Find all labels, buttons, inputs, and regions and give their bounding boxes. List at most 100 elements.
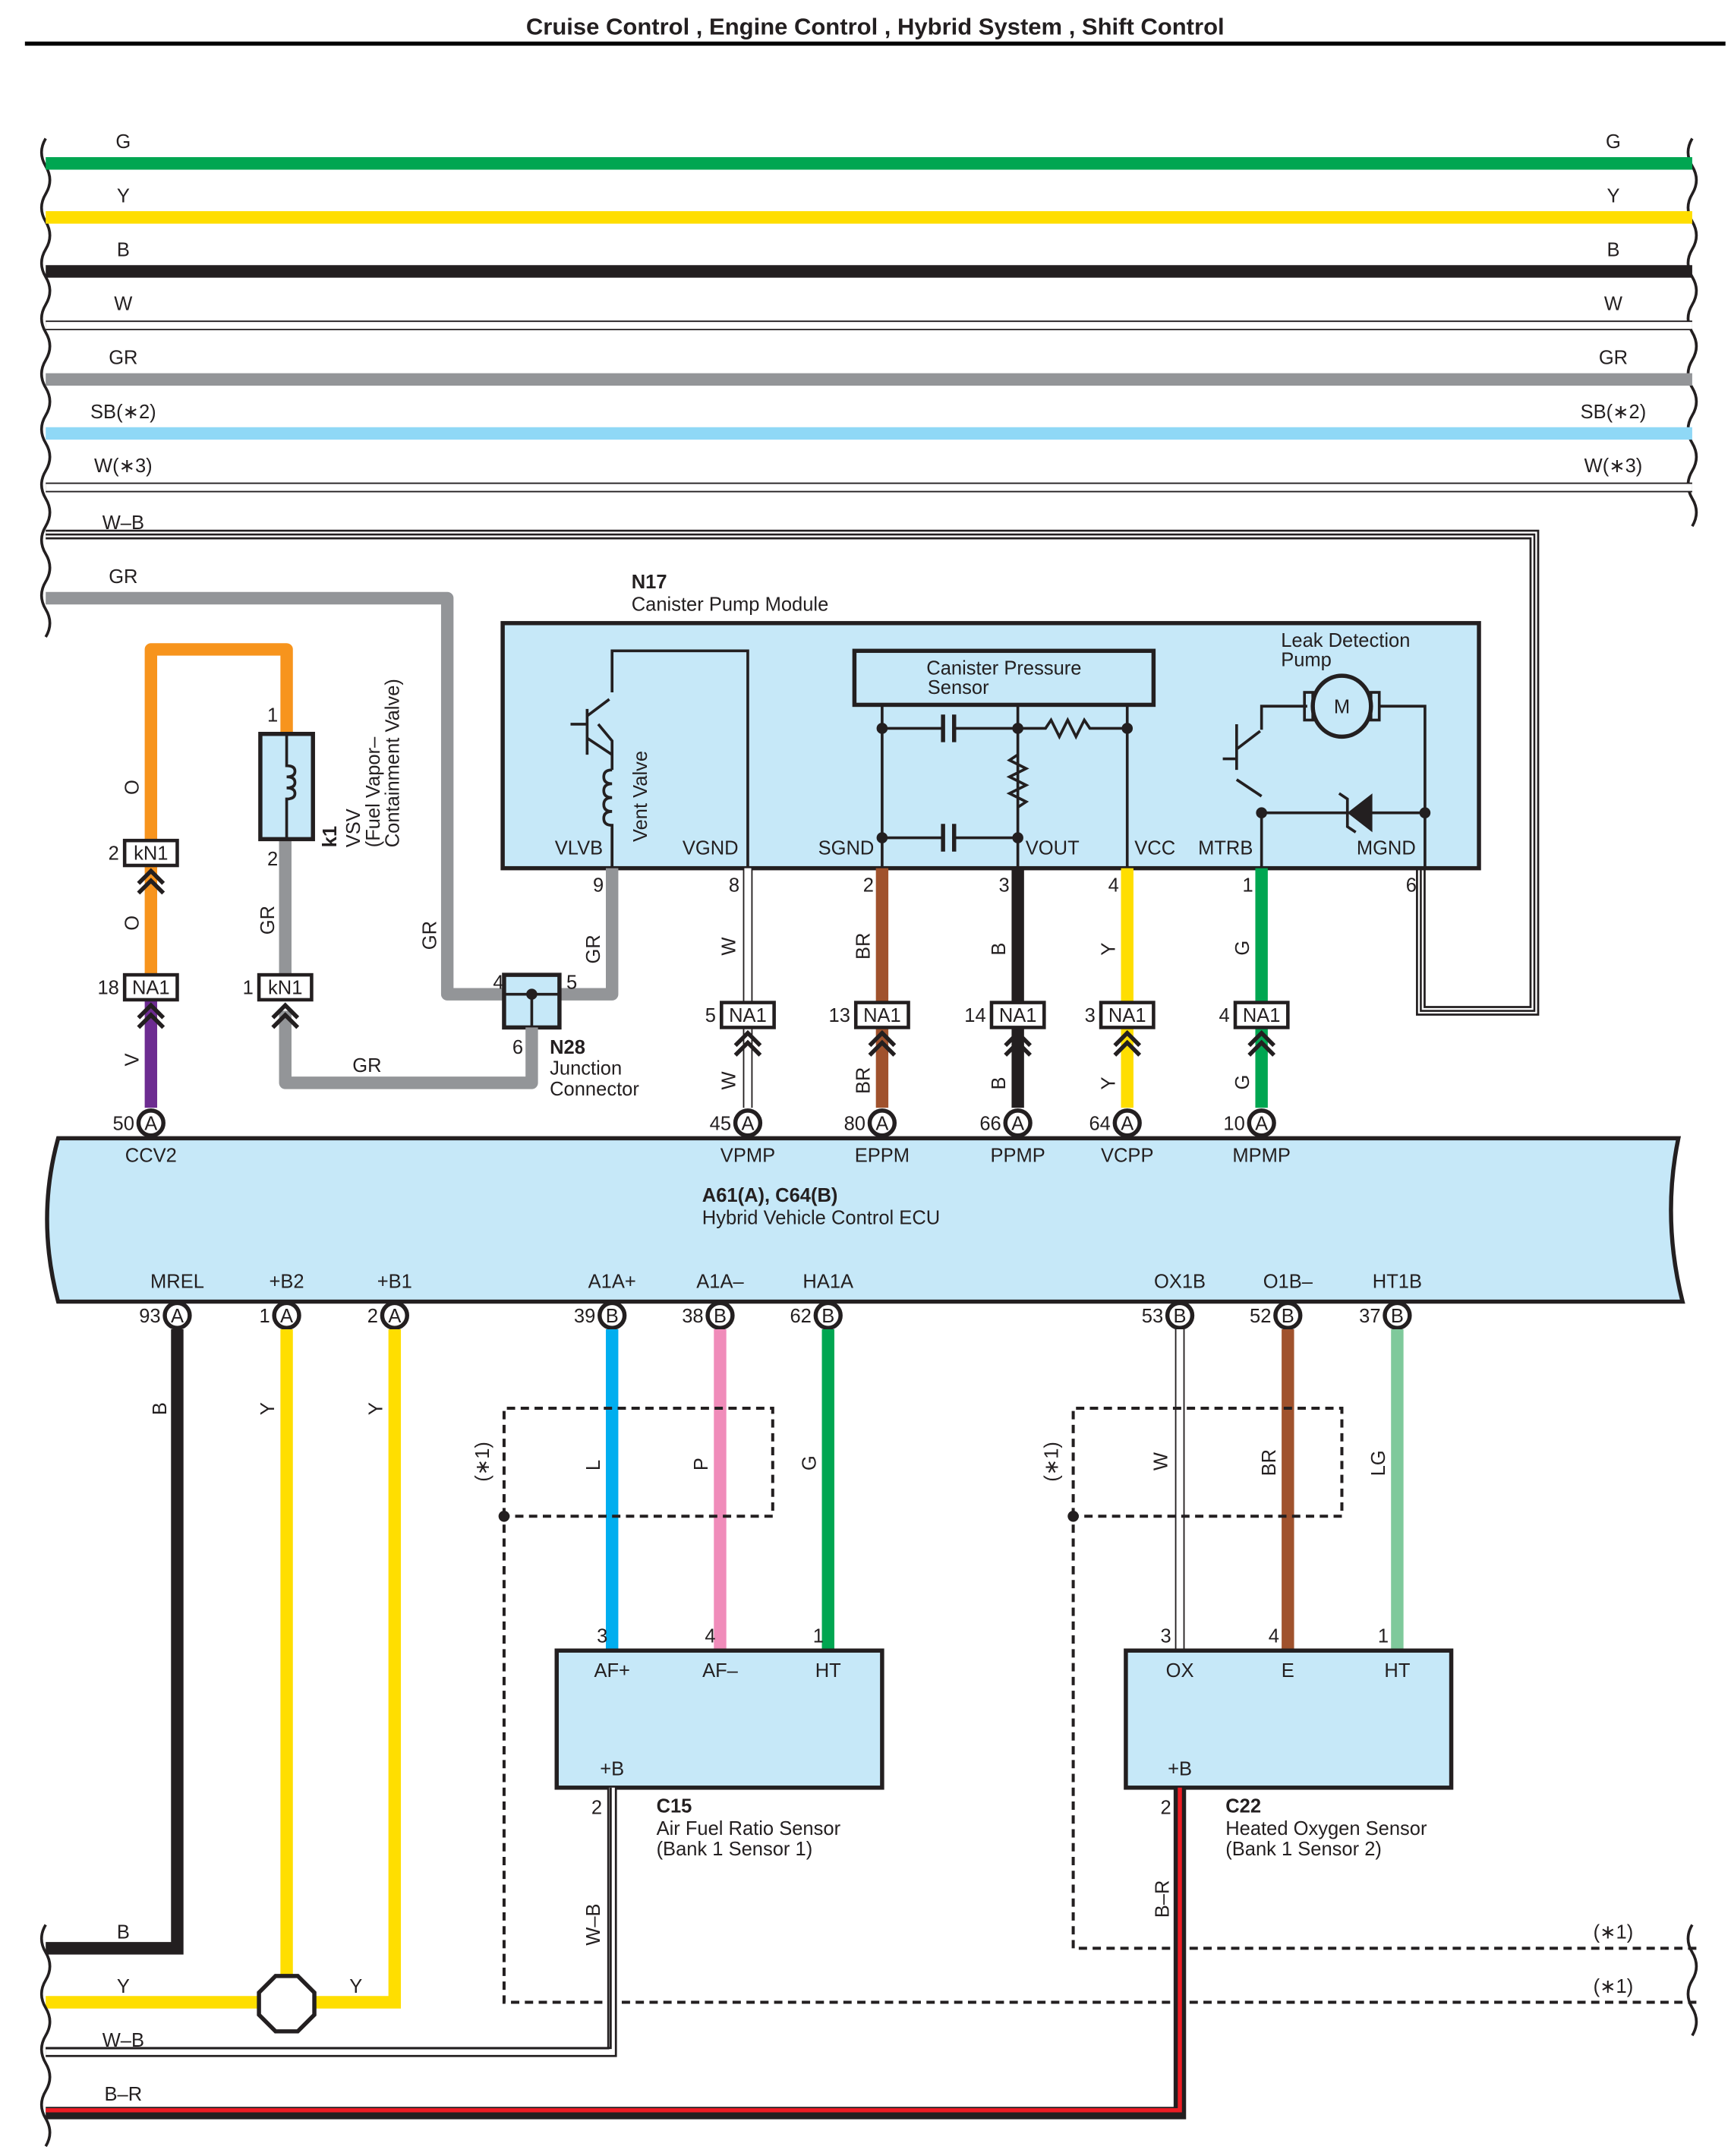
connector-id: NA1 [863,1005,901,1026]
shield-note-c22: (∗1) [1042,1442,1063,1482]
bus-wire-label-left: W(∗3) [94,455,153,477]
bottom-bus-label-y-1: Y [117,1976,130,1997]
k1-name-1: VSV [343,808,364,847]
n28-code: N28 [550,1037,585,1058]
chevron-up-icon [733,1029,762,1057]
connector-pin: 13 [829,1005,850,1026]
ecu-pin-number: 38 [682,1306,703,1327]
wire-label-wb-c15: W–B [583,1903,604,1945]
ecu-pin-connector: B [606,1306,619,1327]
n17-pin-name: MTRB [1198,837,1253,859]
connector-pin: 2 [109,843,119,865]
c22-pin-num: 3 [1161,1625,1171,1647]
c22-pin-num: 1 [1378,1625,1389,1647]
ecu-pin-name: VCPP [1101,1145,1153,1166]
c15-pin-num: 3 [597,1625,607,1647]
junction-dot [876,832,888,843]
leak-pump-label-2: Pump [1281,649,1332,670]
wire-label-b-mrel: B [150,1402,171,1415]
wire-label-y-b1: Y [365,1402,386,1415]
junction-dot [1012,832,1023,843]
c15-pin-name: AF– [702,1660,739,1682]
ecu-pin-marker [867,1108,897,1138]
connector-pin: 1 [243,978,254,999]
junction-dot [1256,807,1267,818]
canister-pressure-sensor [852,648,1156,708]
ecu-pin-name: +B1 [377,1271,412,1292]
vent-valve-coil-icon [602,768,614,868]
connector-box [122,838,179,868]
ecu-pin-number: 39 [574,1306,595,1327]
ecu-pin-marker [1165,1300,1195,1330]
ecu-pin-marker [1247,1108,1276,1138]
connector-box [257,972,314,1002]
zener-diode-icon [1347,793,1373,833]
bus-wire-label-right: GR [1599,348,1628,369]
n28-pin-6: 6 [512,1037,523,1058]
connector-id: NA1 [729,1005,767,1026]
k1-name-3: Containment Valve) [382,679,403,847]
ecu-pin-connector: B [1391,1306,1404,1327]
junction-dot [526,988,538,1000]
ecu-pin-marker [1112,1108,1142,1138]
junction-dot [1121,723,1134,734]
wire-wb-c15-stripe [46,1787,612,2050]
bus-wire-label-left: G [115,131,131,153]
bus-wire-label-left: Y [117,185,130,206]
n17-pin-number: 9 [593,875,604,897]
n17-pin-number: 3 [998,875,1009,897]
connector-pin: 3 [1085,1005,1096,1026]
ecu-pin-number: 62 [790,1306,811,1327]
wire-label-g-ha1a: G [799,1455,820,1470]
wire-gr-bus-n28 [46,591,504,1001]
c22-heated-oxygen-sensor [1124,1648,1454,1790]
junction-dot [876,723,888,734]
ecu-pin-name: OX1B [1154,1271,1206,1292]
connector-box [853,1001,910,1029]
ecu-pin-connector: A [1011,1113,1024,1134]
motor-brush-left [1303,691,1314,722]
ecu-pin-name: MPMP [1232,1145,1291,1166]
ecu-pin-name: HA1A [802,1271,853,1292]
wire-wb-loop-stripe [46,533,1536,1012]
connector-pin: 5 [705,1005,716,1026]
c22-pin-name: HT [1384,1660,1410,1682]
ecu-pin-name: EPPM [855,1145,910,1166]
ecu-pin-connector: A [171,1306,184,1327]
ecu-pin-marker [1273,1300,1303,1330]
wire-label-gr-vertical: GR [420,921,441,950]
c15-power-pin-num: 2 [591,1797,602,1818]
ecu-pin-number: 45 [710,1113,731,1134]
ecu-pin-number: 93 [139,1306,160,1327]
c22-power-pin-num: 2 [1161,1797,1171,1818]
wire-label-upper: G [1232,941,1253,956]
shield-note-c15: (∗1) [472,1442,493,1482]
ecu-pin-connector: B [1174,1306,1187,1327]
ecu-pin-marker [136,1108,166,1138]
ecu-pin-connector: B [1282,1306,1294,1327]
ecu-pin-name: HT1B [1373,1271,1422,1292]
ecu-pin-number: 37 [1359,1306,1380,1327]
wire-label-o-1: O [121,780,143,795]
n17-pin-number: 1 [1243,875,1253,897]
bus-wire-label-right: Y [1606,185,1619,206]
ecu-name: Hybrid Vehicle Control ECU [702,1207,940,1228]
ecu-pin-connector: A [1121,1113,1134,1134]
ecu-pin-name: O1B– [1263,1271,1313,1292]
wire-br-c22-stripe [46,1787,1182,2113]
shield-junction-dot [498,1511,510,1522]
ecu-pin-marker [1383,1300,1412,1330]
ecu-pin-name: A1A– [696,1271,744,1292]
connector-id: kN1 [134,843,168,865]
ecu-pin-name: MREL [150,1271,204,1292]
inline-connector-na1: NA1 5 [705,1001,776,1057]
shield-note-right-1: (∗1) [1594,1922,1634,1943]
wire-label-upper: W [719,937,740,955]
c15-pin-num: 1 [813,1625,824,1647]
c22-pin-num: 4 [1269,1625,1279,1647]
n17-pin-number: 8 [729,875,739,897]
ecu-pin-marker [1003,1108,1033,1138]
bottom-bus-label-br: B–R [105,2084,143,2105]
vent-valve-transistor-icon [570,698,613,756]
